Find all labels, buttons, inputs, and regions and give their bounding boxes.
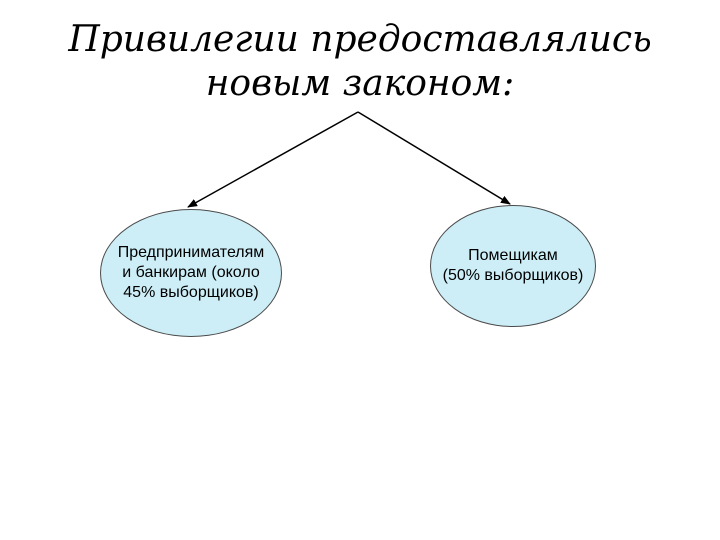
title-line-1: Привилегии предоставлялись xyxy=(68,19,652,60)
title-line-2: новым законом: xyxy=(205,63,515,104)
node-label-entrepreneurs: Предпринимателям и банкирам (около 45% в… xyxy=(117,244,265,301)
diagram-title: Привилегии предоставлялись новым законом… xyxy=(0,18,720,106)
node-label-landowners: Помещикам (50% выборщиков) xyxy=(442,247,584,284)
node-entrepreneurs-bankers: Предпринимателям и банкирам (около 45% в… xyxy=(100,209,282,337)
arrow-to-entrepreneurs xyxy=(187,111,359,208)
arrow-to-landowners xyxy=(357,111,511,205)
node-landowners: Помещикам (50% выборщиков) xyxy=(430,205,596,327)
